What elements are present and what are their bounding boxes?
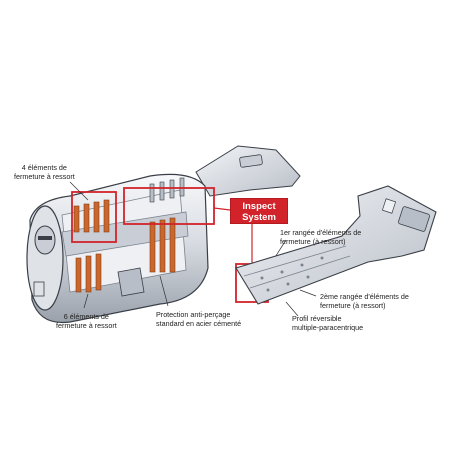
key-bitting-dimples [260,256,324,292]
label-bottom-center: Protection anti-perçage standard en acie… [156,310,242,328]
label-right-bottom: Profil réversible multiple-paracentrique [292,314,364,332]
label-right-top: 1er rangée d'éléments de fermeture (à re… [280,228,362,246]
cylinder-body [26,173,209,324]
front-key [235,185,437,305]
label-bottom-left: 6 éléments de fermeture à ressort [56,312,117,330]
label-top-left: 4 éléments de fermeture à ressort [14,163,75,181]
callout-lines [69,181,317,317]
spring-pins [73,177,185,293]
inspect-system-badge: Inspect System [230,198,288,224]
label-right-mid: 2ème rangée d'éléments de fermeture (à r… [320,292,409,310]
back-key [195,145,301,197]
leader-lines [213,207,253,264]
